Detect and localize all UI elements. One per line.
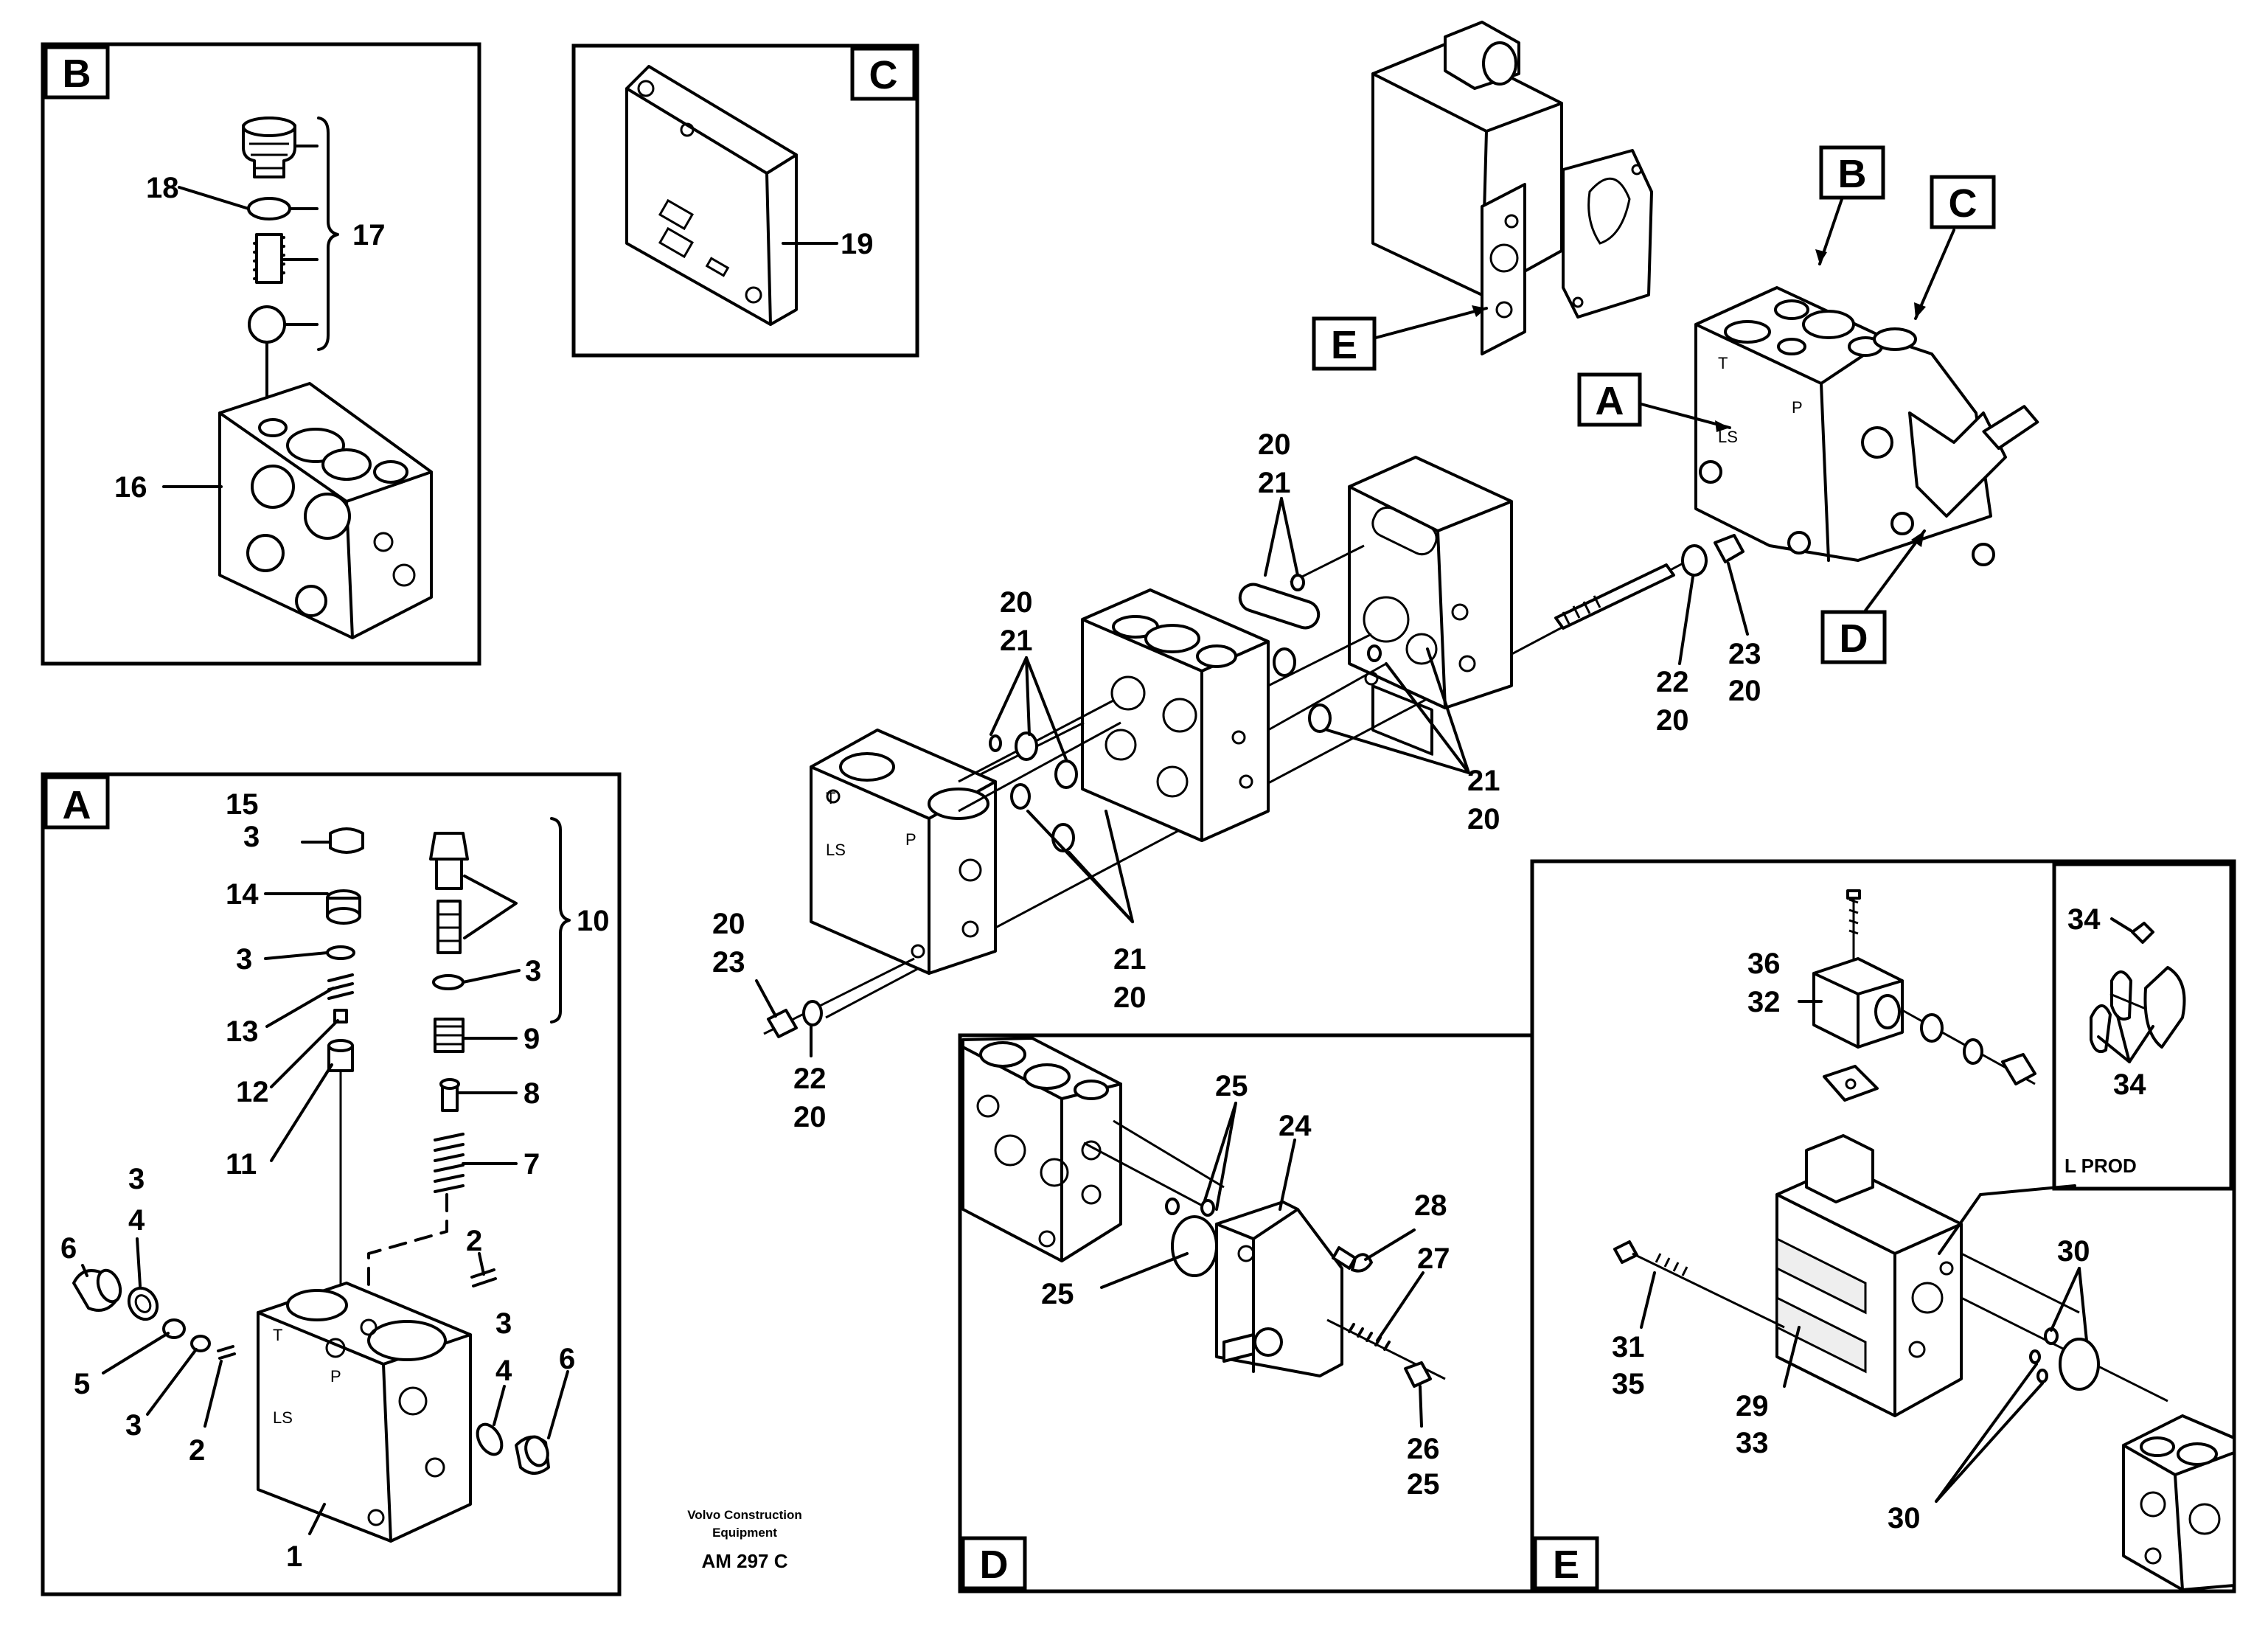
label-30a: 30: [2057, 1235, 2090, 1268]
label-25b: 25: [1041, 1278, 1074, 1310]
label-31: 31: [1612, 1331, 1645, 1363]
callout-d-letter: D: [1840, 616, 1868, 661]
panel-b: B 17 18: [41, 42, 481, 666]
panel-d-letter: D: [980, 1543, 1009, 1587]
label-21a: 21: [1258, 467, 1291, 499]
label-3e: 3: [125, 1409, 142, 1442]
block-main-t-mark: T: [1718, 354, 1728, 372]
label-20e: 20: [712, 908, 745, 940]
label-33: 33: [1736, 1427, 1769, 1459]
label-7: 7: [523, 1148, 540, 1181]
label-3f: 3: [495, 1307, 512, 1340]
callout-e-letter: E: [1331, 323, 1357, 367]
company-line2: Equipment: [712, 1526, 777, 1540]
label-4a: 4: [128, 1204, 145, 1237]
panel-d: D 25 24 28: [958, 1033, 1534, 1593]
callout-a-letter: A: [1596, 379, 1624, 423]
label-35: 35: [1612, 1368, 1645, 1400]
label-20g: 20: [1656, 704, 1689, 737]
label-24: 24: [1279, 1110, 1312, 1142]
label-11: 11: [226, 1148, 257, 1181]
label-20a: 20: [1258, 428, 1291, 461]
block-main-p-mark: P: [1792, 398, 1803, 417]
label-20c: 20: [1467, 803, 1500, 835]
label-25a: 25: [1215, 1070, 1248, 1102]
label-34a: 34: [2067, 903, 2101, 936]
panel-a: A 15 3 14 3 13 12 11 10: [41, 772, 622, 1596]
panel-a-letter: A: [63, 783, 91, 827]
label-5: 5: [74, 1368, 90, 1400]
label-30b: 30: [1888, 1502, 1921, 1535]
label-29: 29: [1736, 1390, 1769, 1422]
l-prod-label: L PROD: [2064, 1155, 2137, 1177]
label-36: 36: [1747, 948, 1781, 980]
label-26: 26: [1407, 1433, 1440, 1465]
label-20h: 20: [1728, 675, 1761, 707]
label-17: 17: [352, 219, 386, 251]
block-a-p-mark: P: [330, 1367, 341, 1386]
label-10: 10: [577, 905, 610, 937]
panel-e-letter: E: [1553, 1543, 1579, 1587]
label-20d: 20: [1113, 981, 1147, 1014]
block-a-t-mark: T: [273, 1326, 282, 1344]
block-a-ls-mark: LS: [273, 1408, 293, 1427]
label-27: 27: [1417, 1242, 1450, 1275]
label-21c: 21: [1467, 765, 1500, 797]
label-6a: 6: [60, 1232, 77, 1265]
label-32: 32: [1747, 986, 1781, 1018]
label-2b: 2: [466, 1225, 482, 1257]
label-14: 14: [226, 878, 259, 911]
company-line1: Volvo Construction: [687, 1508, 802, 1522]
label-3d: 3: [128, 1163, 145, 1195]
label-23b: 23: [1728, 638, 1761, 670]
label-22b: 22: [1656, 666, 1689, 698]
callout-c-letter: C: [1949, 181, 1977, 226]
label-3c: 3: [525, 955, 541, 987]
label-2a: 2: [189, 1434, 205, 1467]
label-16: 16: [114, 471, 147, 504]
label-3a: 3: [243, 821, 260, 853]
label-12: 12: [236, 1076, 269, 1108]
label-4b: 4: [495, 1355, 512, 1387]
label-25c: 25: [1407, 1468, 1440, 1501]
block-front-p-mark: P: [905, 830, 916, 849]
label-15: 15: [226, 788, 259, 821]
label-21d: 21: [1113, 943, 1147, 976]
block-main-ls-mark: LS: [1718, 428, 1738, 446]
panel-c-letter: C: [869, 53, 898, 97]
label-19: 19: [841, 228, 874, 260]
label-22a: 22: [793, 1063, 827, 1095]
block-front-t-mark: T: [826, 789, 835, 807]
label-13: 13: [226, 1015, 259, 1048]
callout-b-letter: B: [1838, 152, 1867, 196]
panel-e: E L PROD 34 34 36 32: [1530, 859, 2236, 1593]
label-9: 9: [523, 1023, 540, 1055]
panel-b-letter: B: [63, 52, 91, 96]
block-front-ls-mark: LS: [826, 841, 846, 859]
label-20f: 20: [793, 1101, 827, 1133]
label-34b: 34: [2113, 1068, 2146, 1101]
label-3b: 3: [236, 943, 252, 976]
label-6b: 6: [559, 1343, 575, 1375]
main-assembly: E T P LS B C A: [687, 21, 2039, 1572]
label-28: 28: [1414, 1189, 1447, 1222]
drawing-code: AM 297 C: [701, 1550, 787, 1572]
panel-c: C 19: [571, 44, 919, 358]
label-1: 1: [286, 1540, 302, 1573]
label-20b: 20: [1000, 586, 1033, 619]
label-18: 18: [146, 172, 179, 204]
label-8: 8: [523, 1077, 540, 1110]
label-23a: 23: [712, 946, 745, 979]
label-21b: 21: [1000, 625, 1033, 657]
